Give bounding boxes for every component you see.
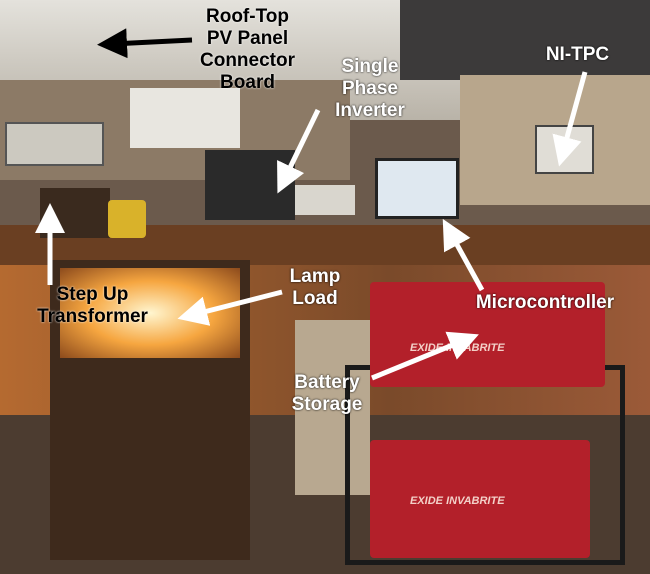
power-supply: [295, 185, 355, 215]
laptop: [375, 158, 459, 219]
label-line: Connector: [200, 50, 295, 71]
label-line: PV Panel: [206, 28, 289, 49]
transformer-label: Step Up Transformer: [30, 284, 155, 328]
battery-bottom: EXIDE INVABRITE: [370, 440, 590, 558]
label-line: Roof-Top: [206, 6, 289, 27]
microcontroller-arrow: [442, 218, 485, 292]
battery-top: EXIDE INVABRITE: [370, 282, 605, 387]
label-line: Storage: [291, 394, 363, 415]
ni-tpc-label: NI-TPC: [545, 44, 610, 65]
label-line: Board: [220, 72, 275, 93]
label-line: Single: [341, 56, 399, 77]
label-line: Inverter: [335, 100, 405, 121]
label-line: Lamp: [289, 266, 341, 287]
battery-arrow: [371, 331, 479, 381]
oscilloscope: [5, 122, 104, 166]
inverter-arrow: [277, 108, 321, 194]
multimeter: [108, 200, 146, 238]
microcontroller-label: Microcontroller: [475, 292, 615, 313]
connector-board-label: Roof-Top PV Panel Connector Board: [185, 6, 310, 94]
ni-tpc-arrow: [552, 71, 588, 167]
label-line: Phase: [342, 78, 398, 99]
label-line: Transformer: [37, 306, 148, 327]
label-line: Step Up: [56, 284, 129, 305]
label-line: Battery: [294, 372, 360, 393]
connector-board-arrow: [97, 28, 193, 59]
lamp-load-arrow: [177, 289, 283, 326]
battery-label: Battery Storage: [282, 372, 372, 416]
label-line: Load: [292, 288, 338, 309]
notice-board: [130, 88, 240, 148]
window: [400, 0, 650, 80]
battery-brand: EXIDE INVABRITE: [410, 495, 505, 507]
stool: [295, 320, 370, 495]
lamp-load-label: Lamp Load: [280, 266, 350, 310]
inverter-label: Single Phase Inverter: [325, 56, 415, 122]
